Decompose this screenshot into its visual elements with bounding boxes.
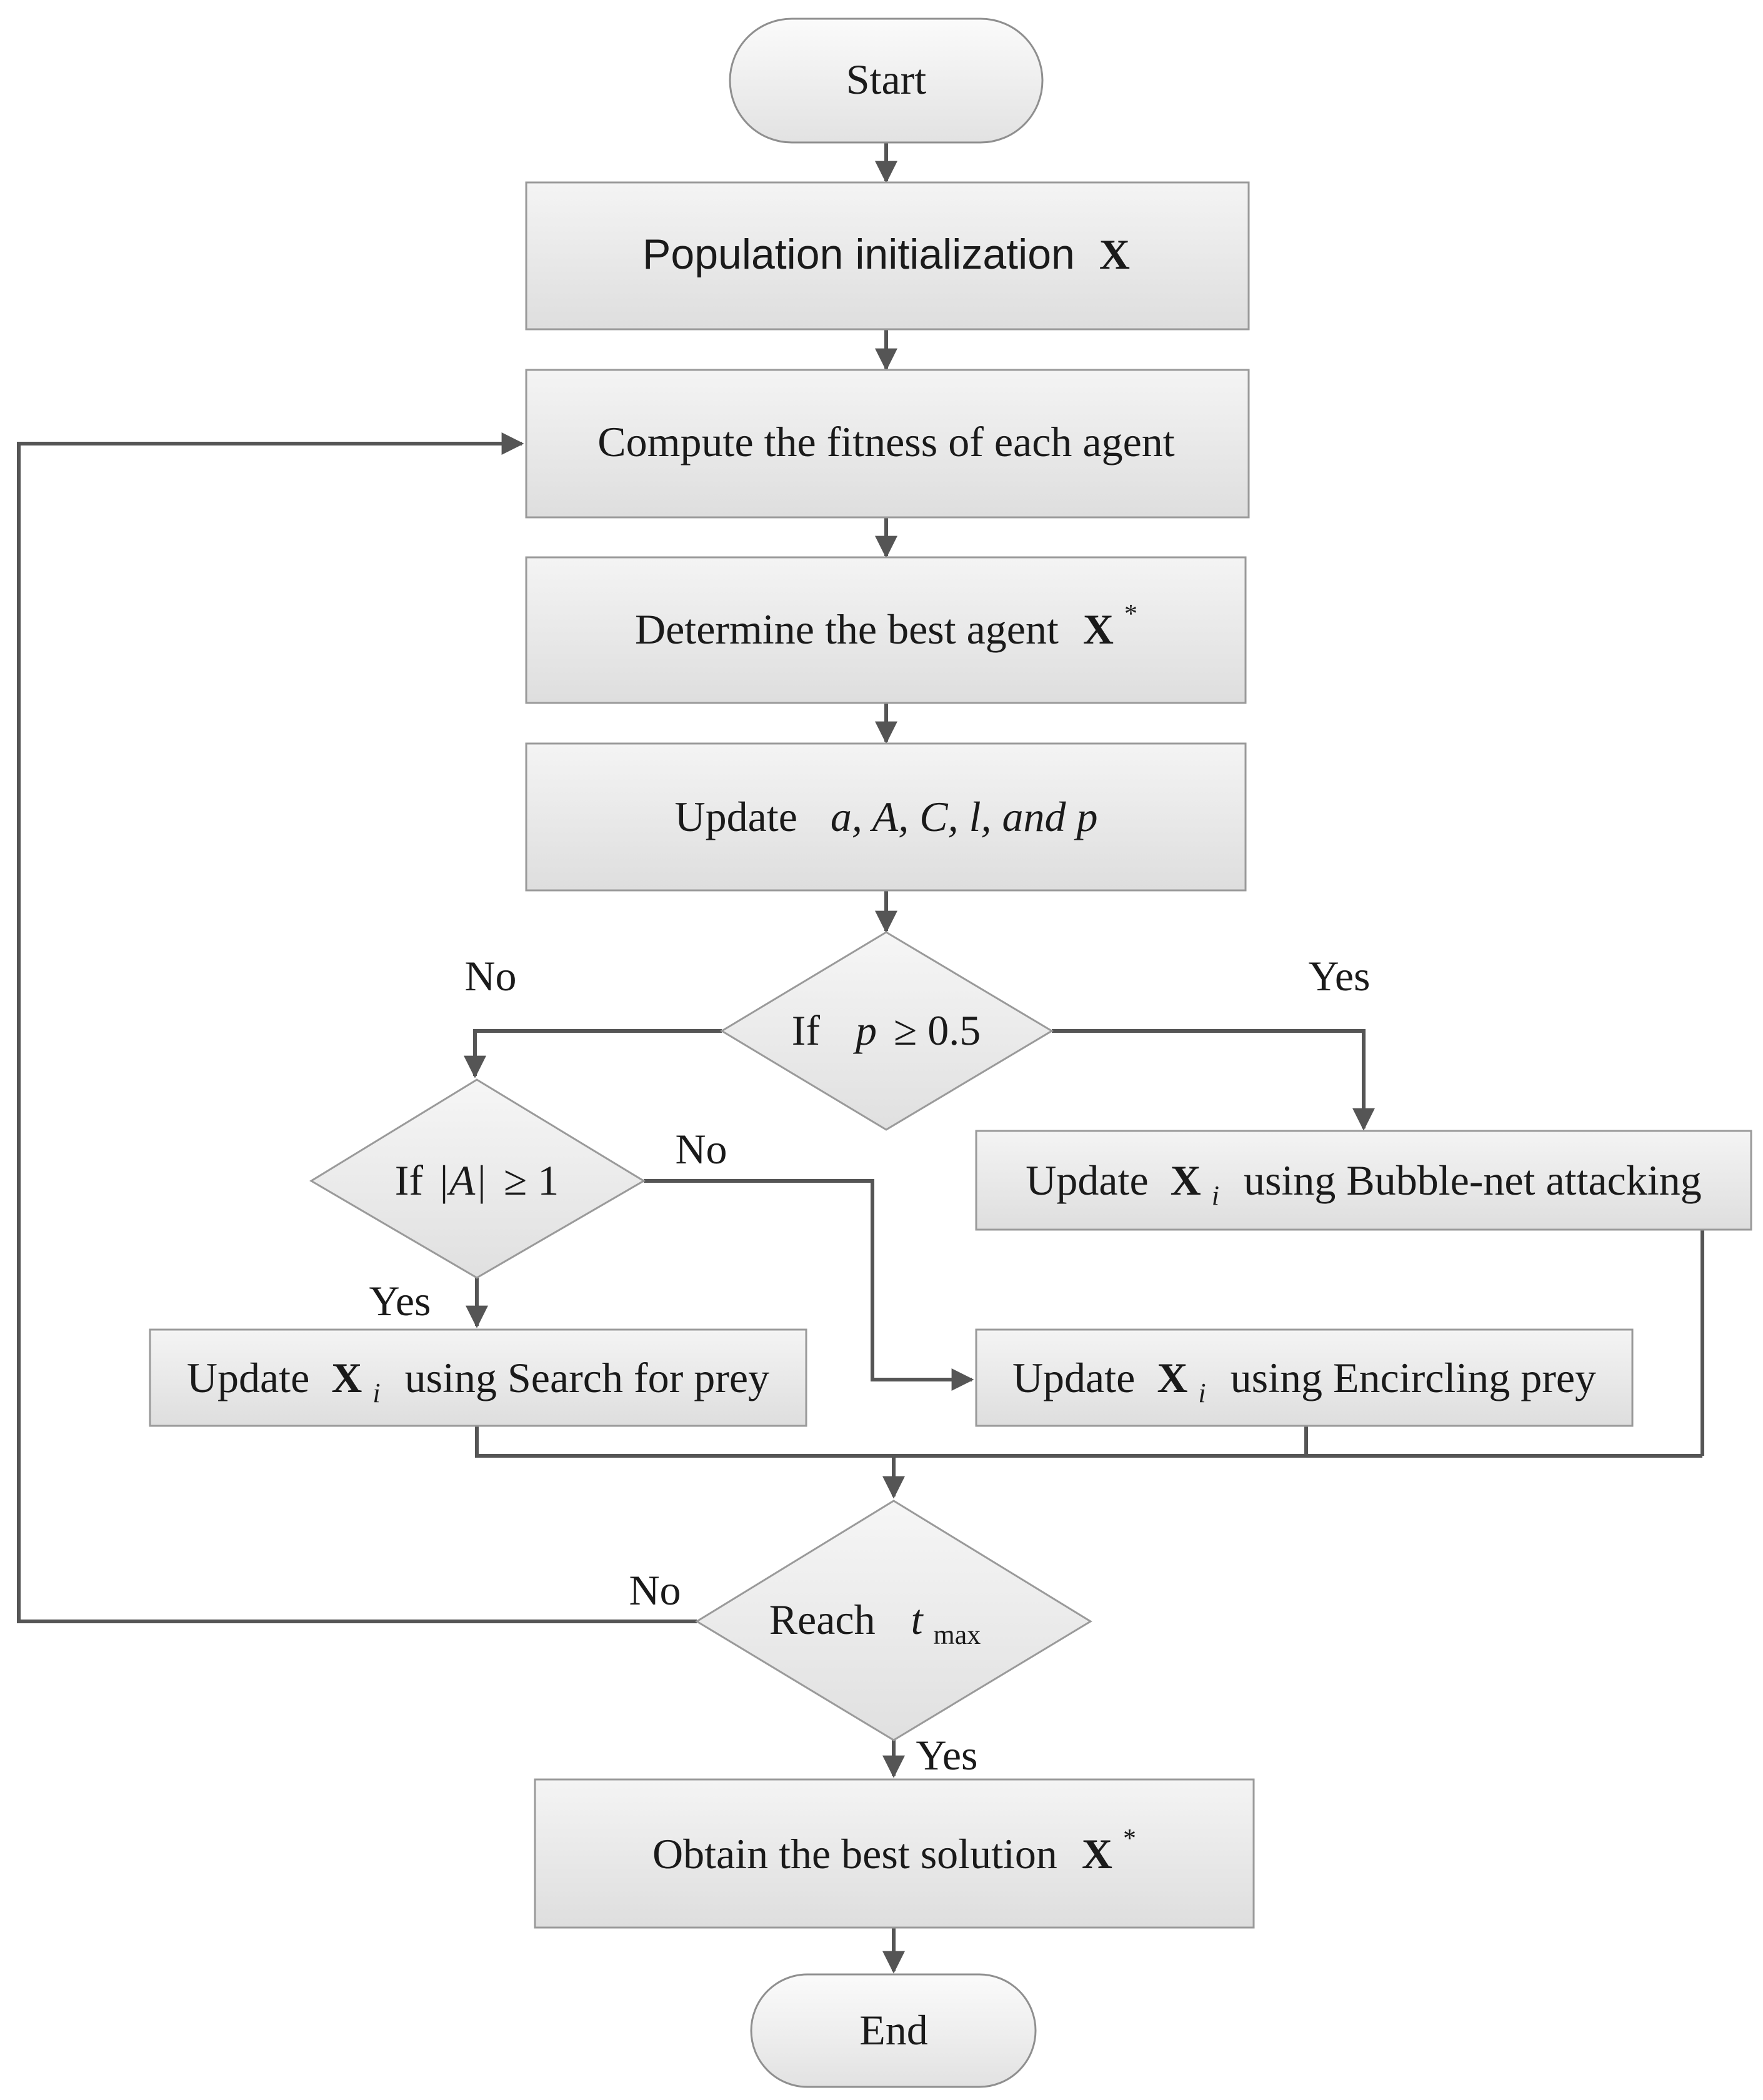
end-terminal: End xyxy=(750,1973,1037,2088)
encircling-prey-process: Update X i using Encircling prey xyxy=(975,1328,1634,1427)
obtain-solution-symbol: X xyxy=(1082,1830,1112,1878)
update-params-prefix: Update xyxy=(675,793,797,840)
edge-reach-no-loop xyxy=(17,432,697,1623)
fitness-process: Compute the fitness of each agent xyxy=(525,369,1250,519)
encircling-prey-prefix: Update xyxy=(1012,1354,1135,1401)
fitness-label: Compute the fitness of each agent xyxy=(597,418,1174,465)
encircling-prey-suffix: using Encircling prey xyxy=(1231,1354,1596,1401)
best-agent-text: Determine the best agent X * xyxy=(635,600,1137,653)
best-agent-symbol: X xyxy=(1083,605,1114,653)
init-process: Population initialization X xyxy=(525,181,1250,331)
decision-p-prefix: If xyxy=(792,1007,821,1054)
obtain-solution-process: Obtain the best solution X * xyxy=(534,1778,1255,1929)
decision-reach-var: t xyxy=(911,1596,924,1643)
edge-decision-p-no xyxy=(464,1029,722,1078)
edge-decision-p-yes xyxy=(1052,1029,1375,1131)
search-prey-process: Update X i using Search for prey xyxy=(149,1328,807,1427)
search-prey-suffix: using Search for prey xyxy=(405,1354,769,1401)
decision-p: If p ≥ 0.5 xyxy=(720,931,1054,1131)
decision-reach-no-label: No xyxy=(629,1566,681,1614)
bubble-net-process: Update X i using Bubble-net attacking xyxy=(975,1130,1752,1231)
init-label: Population initialization xyxy=(642,231,1075,278)
encircling-prey-symbol: X xyxy=(1157,1354,1187,1401)
best-agent-process: Determine the best agent X * xyxy=(525,556,1247,704)
decision-a-no-label: No xyxy=(675,1125,727,1173)
end-label: End xyxy=(859,2006,928,2054)
search-prey-sub: i xyxy=(372,1378,380,1408)
search-prey-symbol: X xyxy=(331,1354,362,1401)
decision-reach-prefix: Reach xyxy=(769,1596,876,1643)
init-symbol: X xyxy=(1099,231,1130,278)
edge-decision-a-no xyxy=(644,1179,974,1391)
best-agent-sup: * xyxy=(1124,600,1137,629)
encircling-prey-text: Update X i using Encircling prey xyxy=(1012,1354,1596,1411)
decision-a-yes-label: Yes xyxy=(369,1277,431,1325)
decision-a: If |A| ≥ 1 xyxy=(309,1078,646,1279)
start-terminal: Start xyxy=(729,17,1044,144)
update-params-process: Update a, A, C, l, and p xyxy=(525,742,1247,892)
decision-a-text: If |A| ≥ 1 xyxy=(395,1157,559,1204)
bubble-net-prefix: Update xyxy=(1026,1157,1148,1204)
edges xyxy=(17,142,1704,1974)
decision-a-expr: |A| xyxy=(437,1157,487,1204)
init-text: Population initialization X xyxy=(642,231,1130,278)
bubble-net-sub: i xyxy=(1212,1180,1219,1211)
bubble-net-symbol: X xyxy=(1171,1157,1201,1204)
bubble-net-suffix: using Bubble-net attacking xyxy=(1244,1157,1702,1204)
update-params-list: a, A, C, l, and p xyxy=(831,793,1098,840)
decision-reach-sub: max xyxy=(934,1620,981,1650)
decision-p-text: If p ≥ 0.5 xyxy=(792,1007,981,1054)
decision-a-prefix: If xyxy=(395,1157,424,1204)
search-prey-prefix: Update xyxy=(187,1354,309,1401)
obtain-solution-label: Obtain the best solution xyxy=(652,1830,1057,1878)
decision-reach-yes-label: Yes xyxy=(916,1731,978,1779)
decision-p-cond: ≥ 0.5 xyxy=(894,1007,981,1054)
decision-reach: Reach t max xyxy=(695,1500,1092,1741)
decision-a-cond: ≥ 1 xyxy=(504,1157,559,1204)
bubble-net-text: Update X i using Bubble-net attacking xyxy=(1026,1157,1701,1214)
best-agent-label: Determine the best agent xyxy=(635,605,1059,653)
decision-p-yes-label: Yes xyxy=(1309,952,1371,1000)
encircling-prey-sub: i xyxy=(1198,1378,1206,1408)
decision-p-no-label: No xyxy=(464,952,516,1000)
obtain-solution-text: Obtain the best solution X * xyxy=(652,1824,1136,1878)
decision-reach-text: Reach t max xyxy=(769,1596,981,1650)
search-prey-text: Update X i using Search for prey xyxy=(187,1354,769,1411)
start-label: Start xyxy=(846,56,927,103)
update-params-text: Update a, A, C, l, and p xyxy=(675,793,1098,840)
obtain-solution-sup: * xyxy=(1123,1824,1136,1853)
decision-p-var: p xyxy=(853,1007,877,1054)
edge-merge-search xyxy=(475,1426,1702,1458)
